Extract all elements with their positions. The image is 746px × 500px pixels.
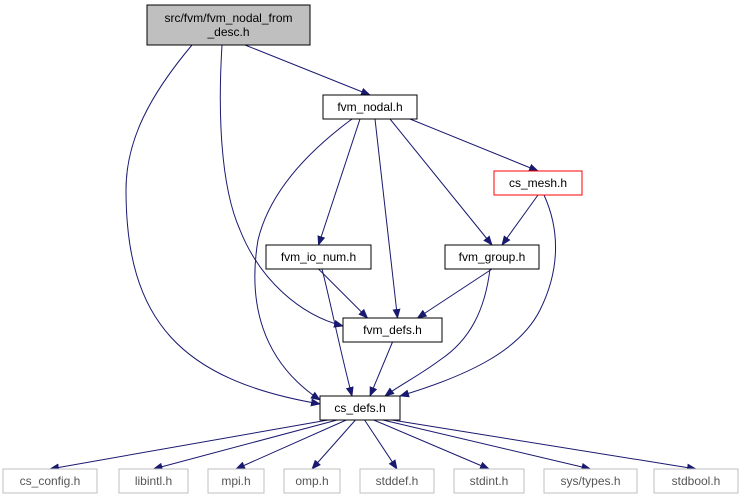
node-box	[543, 468, 638, 494]
node-box	[444, 244, 540, 270]
node-box	[283, 468, 341, 494]
edge-cs-defs-to-mpi	[235, 419, 347, 470]
node-box	[207, 468, 265, 494]
edge-root-to-fvm-defs	[219, 44, 344, 328]
edge-fvm-io-num-to-cs-defs	[321, 268, 354, 397]
node-sys-types: sys/types.h	[543, 468, 638, 494]
node-label: _desc.h	[206, 25, 249, 39]
node-box	[342, 317, 443, 343]
node-fvm-defs[interactable]: fvm_defs.h	[342, 317, 443, 343]
edge-fvm-io-num-to-fvm-defs	[318, 268, 369, 319]
node-fvm-group[interactable]: fvm_group.h	[444, 244, 540, 270]
node-label: stdint.h	[470, 474, 509, 488]
node-box	[453, 468, 525, 494]
edge-fvm-defs-to-cs-defs	[369, 341, 393, 397]
node-label: fvm_nodal.h	[337, 100, 402, 114]
node-fvm-nodal[interactable]: fvm_nodal.h	[322, 94, 418, 120]
node-box	[322, 94, 418, 120]
node-stdbool: stdbool.h	[653, 468, 739, 494]
edge-cs-defs-to-stddef	[364, 419, 398, 470]
node-fvm-io-num[interactable]: fvm_io_num.h	[265, 244, 372, 270]
node-label: cs_mesh.h	[509, 176, 567, 190]
edge-cs-defs-to-stdint	[373, 419, 490, 470]
node-cs-config: cs_config.h	[2, 468, 98, 494]
edge-cs-mesh-to-cs-defs	[399, 194, 556, 398]
node-box	[2, 468, 98, 494]
edge-fvm-nodal-to-fvm-io-num	[317, 118, 361, 246]
node-label: mpi.h	[221, 474, 250, 488]
edge-cs-defs-to-cs-config	[49, 419, 329, 472]
node-label: omp.h	[295, 474, 328, 488]
node-box	[319, 395, 401, 421]
edge-fvm-nodal-to-fvm-group	[389, 118, 493, 246]
node-label: fvm_group.h	[459, 250, 526, 264]
node-stddef: stddef.h	[359, 468, 435, 494]
node-libintl: libintl.h	[118, 468, 189, 494]
node-omp: omp.h	[283, 468, 341, 494]
node-label: cs_config.h	[20, 474, 81, 488]
edge-fvm-nodal-to-cs-defs	[254, 118, 353, 401]
edge-cs-defs-to-sys-types	[382, 419, 592, 471]
node-box	[118, 468, 189, 494]
node-box	[146, 4, 311, 46]
edge-root-to-cs-defs	[125, 44, 321, 407]
node-mpi: mpi.h	[207, 468, 265, 494]
node-label: fvm_io_num.h	[281, 250, 356, 264]
node-stdint: stdint.h	[453, 468, 525, 494]
node-label: stddef.h	[376, 474, 419, 488]
edge-fvm-group-to-fvm-defs	[416, 268, 493, 319]
edge-fvm-nodal-to-fvm-defs	[374, 118, 401, 319]
node-label: libintl.h	[135, 474, 172, 488]
node-label: fvm_defs.h	[363, 323, 422, 337]
node-box	[493, 170, 583, 196]
edge-cs-defs-to-stdbool	[391, 419, 697, 472]
nodes-layer: src/fvm/fvm_nodal_from_desc.h fvm_nodal.h…	[2, 4, 739, 494]
node-box	[653, 468, 739, 494]
edge-fvm-group-to-cs-defs	[384, 268, 491, 397]
node-label: src/fvm/fvm_nodal_from	[164, 11, 292, 25]
node-box	[265, 244, 372, 270]
node-cs-mesh[interactable]: cs_mesh.h	[493, 170, 583, 196]
edge-cs-defs-to-omp	[311, 419, 356, 470]
edges-layer	[49, 44, 697, 472]
node-label: cs_defs.h	[334, 401, 385, 415]
node-label: stdbool.h	[672, 474, 721, 488]
edge-cs-mesh-to-fvm-group	[501, 194, 539, 246]
edge-cs-defs-to-libintl	[152, 419, 338, 471]
node-label: sys/types.h	[560, 474, 620, 488]
edge-root-to-fvm-nodal	[244, 44, 371, 96]
node-cs-defs[interactable]: cs_defs.h	[319, 395, 401, 421]
edge-fvm-nodal-to-cs-mesh	[409, 118, 539, 172]
node-box	[359, 468, 435, 494]
node-root[interactable]: src/fvm/fvm_nodal_from_desc.h	[146, 4, 311, 46]
